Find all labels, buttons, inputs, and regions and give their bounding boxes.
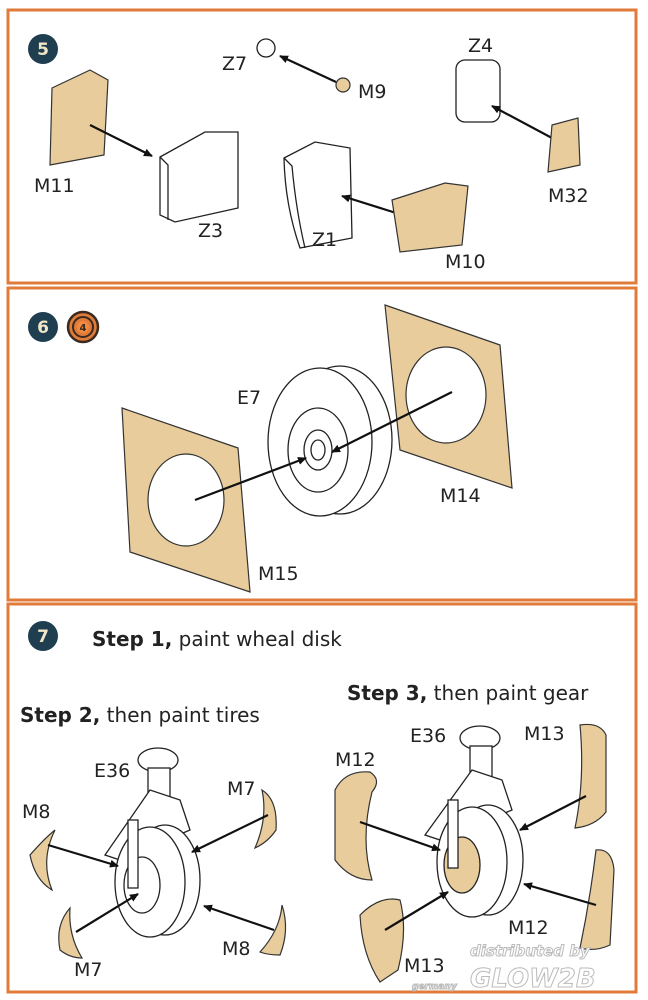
label-m32: M32 [548, 185, 589, 207]
decal-m8-bottom [258, 904, 287, 956]
label-m13-top: M13 [524, 723, 565, 745]
part-z1 [283, 141, 353, 249]
decal-m13-bottom [359, 898, 405, 983]
decal-m13-top [574, 723, 607, 829]
step-6-panel: 6 4 M14 E7 M15 [6, 286, 638, 602]
label-m8-top: M8 [22, 801, 50, 823]
watermark-line3: germany [412, 982, 458, 992]
decal-m7-bottom [58, 906, 84, 959]
label-m8-bottom: M8 [222, 938, 250, 960]
decal-m9 [335, 77, 351, 93]
step-number: 5 [37, 40, 49, 60]
watermark-line2: GLOW2B [470, 964, 596, 994]
wheel-e7 [267, 365, 393, 517]
panel-border [6, 286, 638, 602]
step-badge [28, 312, 58, 342]
part-z7 [256, 38, 276, 58]
step-5-panel: 5 M11 Z3 Z7 M9 Z1 M10 Z4 M32 [6, 8, 638, 285]
decal-m12-top [334, 771, 378, 881]
landing-gear-left [103, 747, 201, 938]
label-m7-top: M7 [227, 778, 255, 800]
label-z1: Z1 [312, 229, 337, 251]
distributor-watermark: distributed by GLOW2B germany [412, 942, 597, 995]
watermark-line1: distributed by [470, 942, 591, 960]
label-z4: Z4 [468, 35, 493, 57]
label-m7-bottom: M7 [74, 959, 102, 981]
landing-gear-right [423, 725, 524, 918]
label-m12-bottom: M12 [508, 917, 549, 939]
label-z7: Z7 [222, 53, 247, 75]
decal-m32 [547, 117, 581, 173]
label-m12-top: M12 [335, 749, 376, 771]
label-m14: M14 [440, 485, 481, 507]
repeat-count: 4 [80, 323, 87, 334]
decal-m10 [391, 182, 469, 253]
step3-text: Step 3, then paint gear [347, 681, 589, 705]
part-z4 [455, 59, 501, 123]
label-m9: M9 [358, 81, 386, 103]
decal-m11 [49, 69, 109, 166]
decal-m8-top [29, 829, 56, 892]
step-number: 6 [37, 318, 49, 338]
panel-border [6, 8, 638, 285]
label-z3: Z3 [198, 220, 223, 242]
label-m11: M11 [34, 175, 75, 197]
label-m13-bottom: M13 [404, 955, 445, 977]
step-badge [28, 34, 58, 64]
label-m10: M10 [445, 251, 486, 273]
decal-m12-bottom [579, 849, 615, 951]
step-7-panel: 7 Step 1, paint wheal disk Step 2, then … [6, 602, 638, 994]
label-e36-right: E36 [410, 725, 446, 747]
step-number: 7 [37, 627, 49, 647]
step1-text: Step 1, paint wheal disk [92, 627, 342, 651]
label-e36-left: E36 [94, 760, 130, 782]
step-badge [28, 621, 58, 651]
step2-text: Step 2, then paint tires [20, 703, 260, 727]
label-m15: M15 [258, 563, 299, 585]
panel-border [6, 602, 638, 994]
label-e7: E7 [237, 387, 261, 409]
repeat-4x-icon: 4 [66, 310, 100, 344]
part-z3 [159, 131, 239, 223]
